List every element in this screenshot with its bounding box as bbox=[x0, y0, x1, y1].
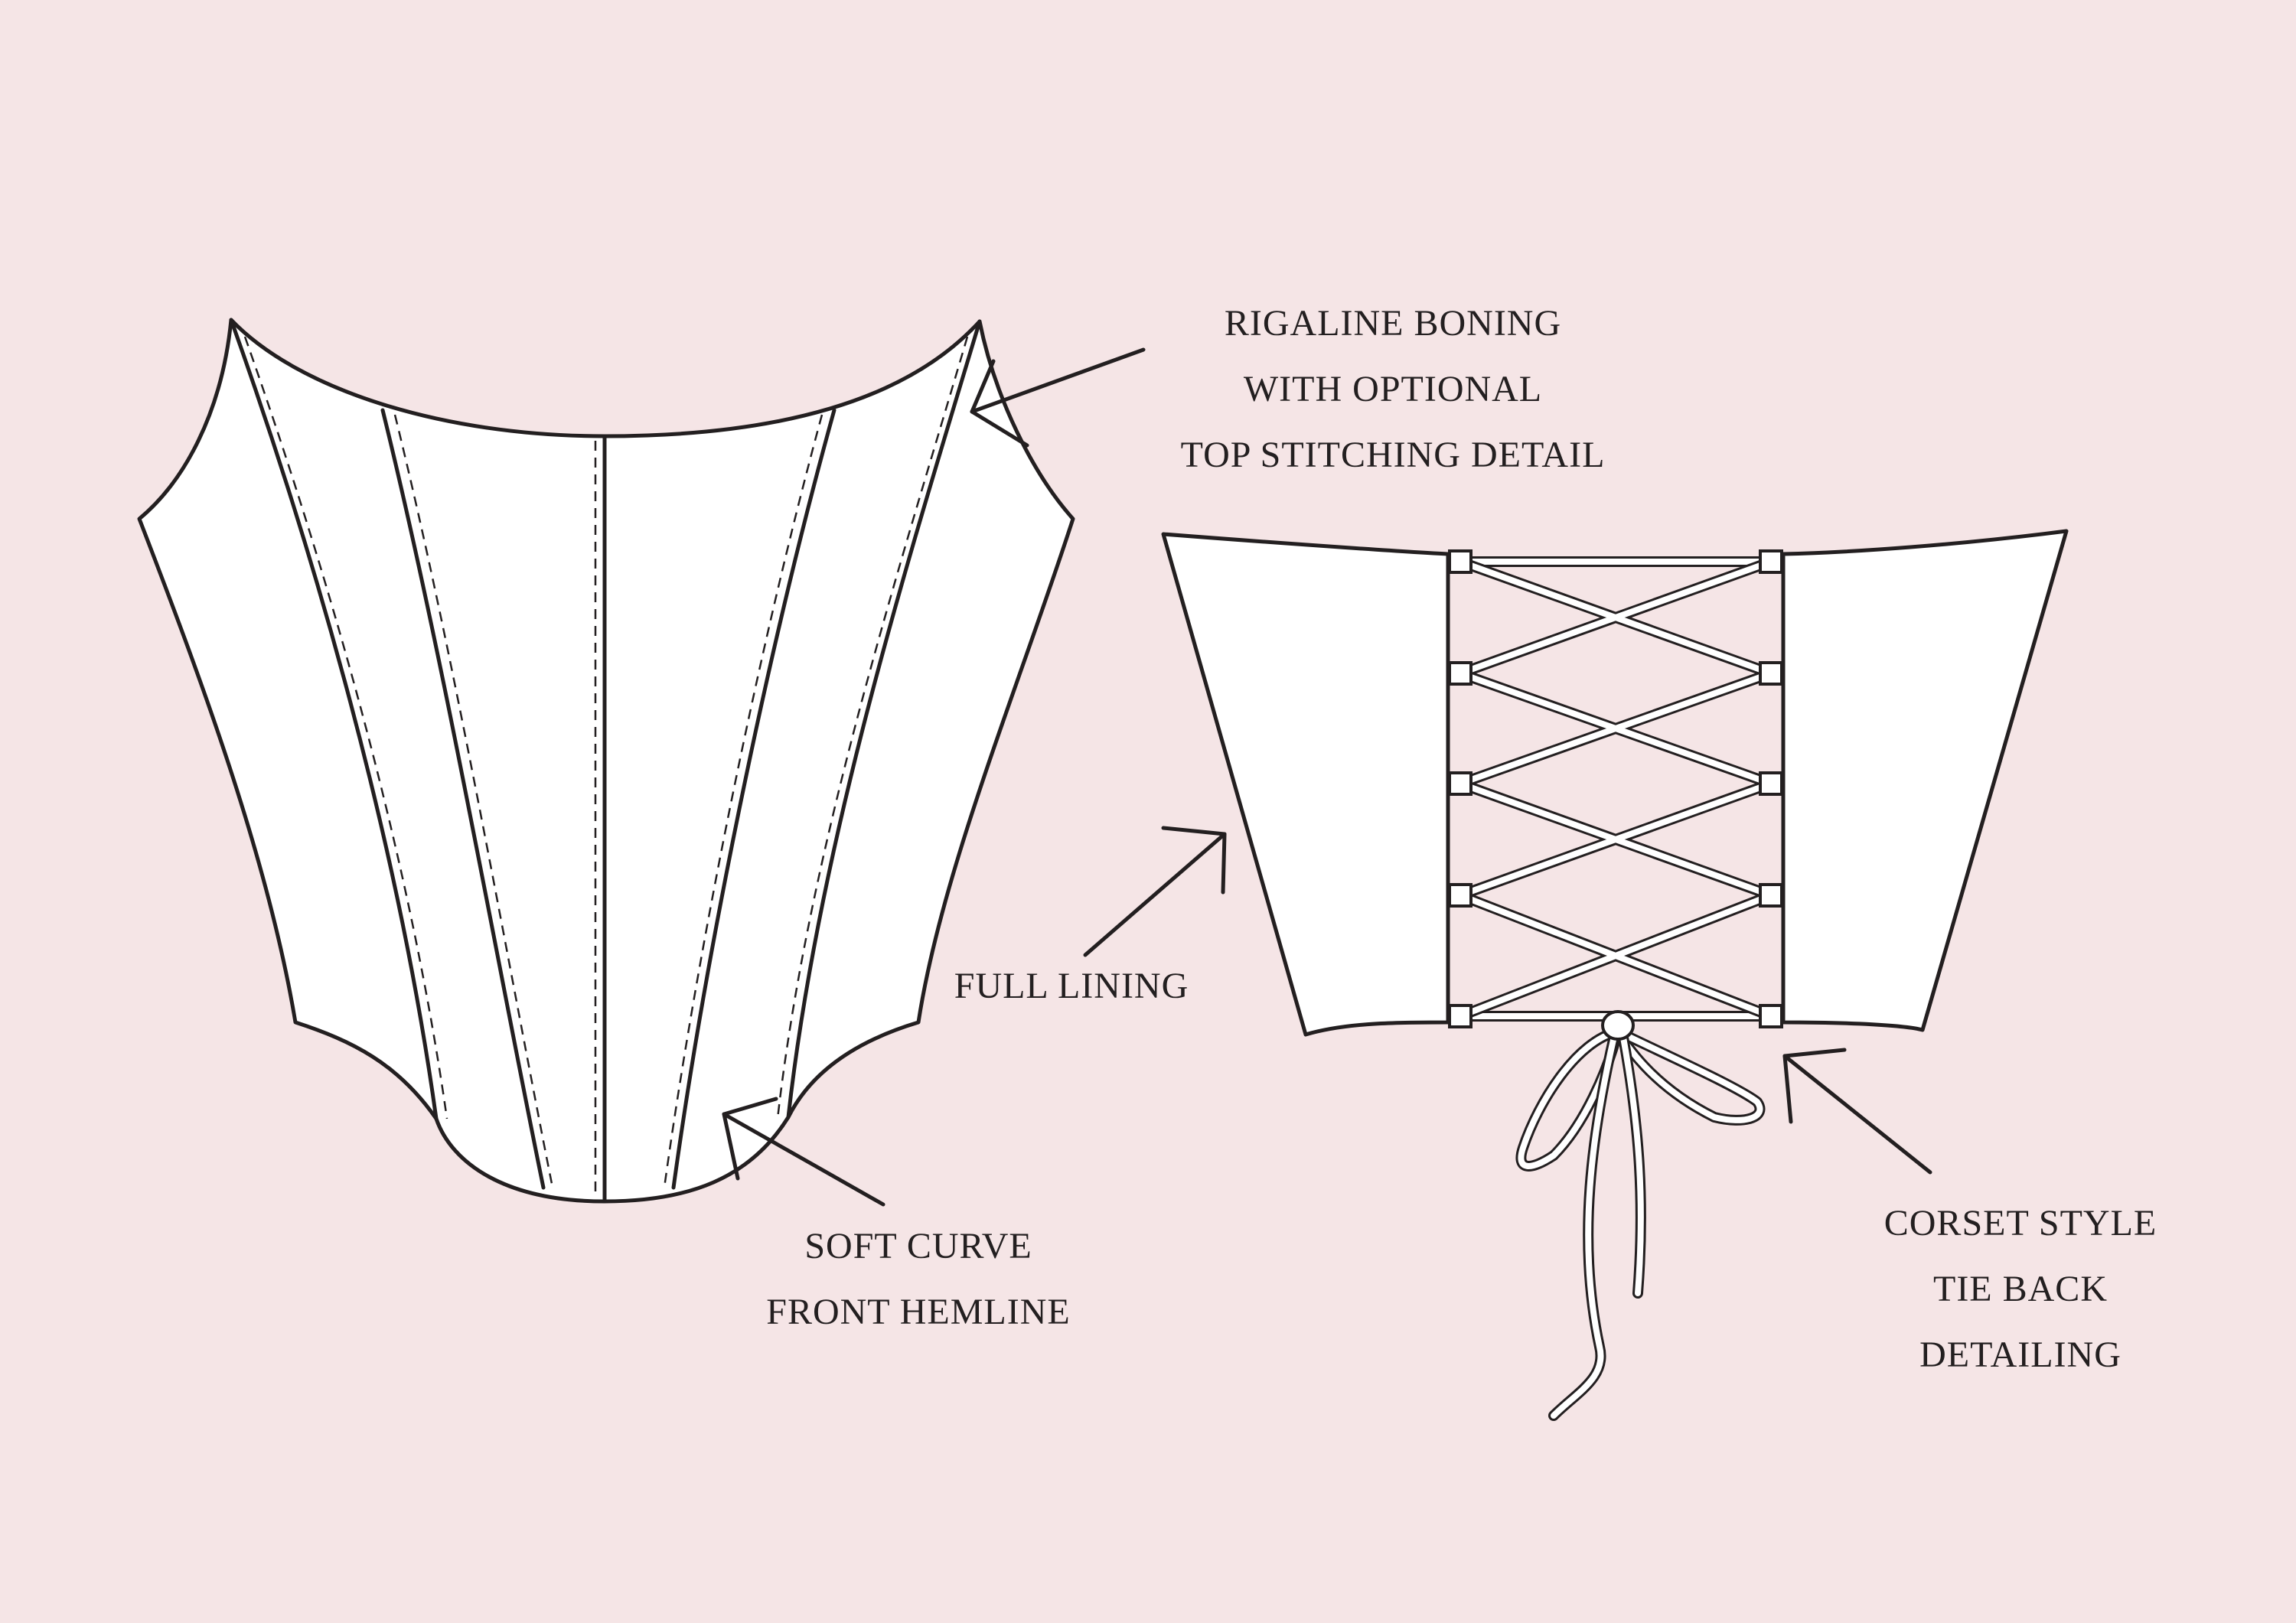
back-left-panel bbox=[1161, 532, 1450, 1037]
annotation-line: FULL LINING bbox=[954, 966, 1189, 1006]
right-inner-stitching bbox=[663, 414, 823, 1188]
annotation-corset-tie-back: CORSET STYLE TIE BACK DETAILING bbox=[1821, 1191, 2219, 1388]
annotation-line: DETAILING bbox=[1919, 1335, 2122, 1375]
corset-front-view bbox=[137, 318, 1075, 1204]
arrow-full-lining bbox=[1083, 826, 1227, 957]
annotation-line: FRONT HEMLINE bbox=[766, 1292, 1071, 1332]
arrow-corset-tie bbox=[1782, 1048, 1932, 1175]
annotation-soft-curve-hemline: SOFT CURVE FRONT HEMLINE bbox=[719, 1214, 1117, 1345]
eyelets bbox=[1448, 549, 1783, 1028]
left-panel-seam-inner bbox=[380, 408, 546, 1190]
annotation-line: TIE BACK bbox=[1933, 1269, 2108, 1309]
corset-back-view bbox=[1161, 529, 2069, 1421]
tie-bow bbox=[1515, 1010, 1766, 1421]
annotation-line: SOFT CURVE bbox=[804, 1226, 1032, 1266]
left-panel-seam-outer bbox=[229, 318, 439, 1121]
bow-knot bbox=[1601, 1010, 1635, 1041]
arrow-rigaline bbox=[970, 347, 1146, 448]
right-panel-seam-inner bbox=[671, 408, 837, 1190]
annotation-line: CORSET STYLE bbox=[1883, 1203, 2157, 1243]
annotation-line: TOP STITCHING DETAIL bbox=[1180, 435, 1606, 475]
right-outer-stitching bbox=[776, 336, 969, 1119]
right-panel-seam-outer bbox=[786, 319, 982, 1119]
left-inner-stitching bbox=[393, 414, 554, 1188]
criss-cross-lacing bbox=[1455, 556, 1776, 1022]
annotation-rigaline-boning: RIGALINE BONING WITH OPTIONAL TOP STITCH… bbox=[1102, 291, 1684, 488]
arrow-soft-curve bbox=[722, 1097, 885, 1207]
annotation-line: WITH OPTIONAL bbox=[1243, 369, 1543, 409]
left-outer-stitching bbox=[243, 336, 448, 1119]
back-right-panel bbox=[1781, 529, 2069, 1032]
annotation-line: RIGALINE BONING bbox=[1224, 303, 1562, 344]
annotation-full-lining: FULL LINING bbox=[934, 953, 1209, 1019]
